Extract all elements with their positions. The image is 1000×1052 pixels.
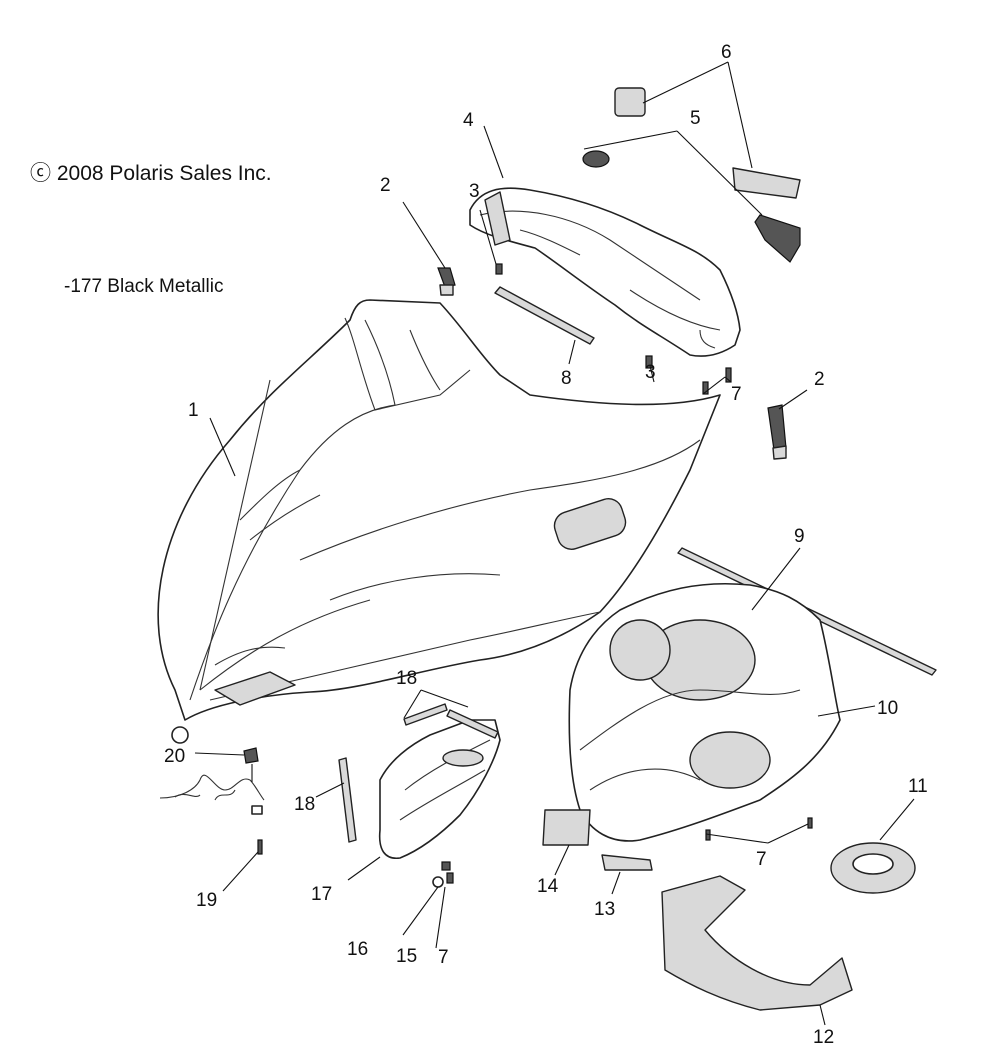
- callout-14: 14: [537, 876, 559, 897]
- part-19-cable: [159, 774, 265, 855]
- callout-9: 9: [794, 526, 805, 547]
- part-7-screws-upper: [702, 367, 732, 395]
- callout-3-lower: 3: [645, 362, 656, 383]
- callout-18-upper: 18: [396, 668, 417, 689]
- callout-7-mid: 7: [756, 849, 767, 870]
- callout-5: 5: [690, 108, 701, 129]
- callout-12: 12: [813, 1027, 834, 1048]
- callout-20: 20: [164, 746, 185, 767]
- callout-1: 1: [188, 400, 199, 421]
- part-12-foam-pad: [661, 875, 853, 1011]
- part-13-pad: [601, 854, 653, 871]
- callout-13: 13: [594, 899, 615, 920]
- part-15-nut: [441, 861, 451, 871]
- part-3-screw-lower: [645, 355, 653, 369]
- part-18-strip-horizontal: [403, 703, 499, 739]
- part-5-bracket: [582, 150, 801, 263]
- part-8-trim-strip: [494, 286, 595, 345]
- part-2-clip-left: [437, 267, 456, 296]
- copyright-text: ⓒ 2008 Polaris Sales Inc.: [30, 162, 272, 185]
- part-16-washer: [432, 876, 444, 888]
- callout-18-left: 18: [294, 794, 315, 815]
- part-7-screw-lower: [446, 872, 454, 884]
- callout-11: 11: [908, 776, 928, 797]
- callout-19: 19: [196, 890, 217, 911]
- callout-6: 6: [721, 42, 732, 63]
- part-6-pads: [614, 87, 801, 199]
- callout-15: 15: [396, 946, 417, 967]
- part-2-clip-right: [767, 404, 787, 460]
- part-10-console: [568, 582, 841, 842]
- callout-4: 4: [463, 110, 474, 131]
- part-4-dash-panel: [469, 187, 741, 357]
- part-20-cap: [243, 747, 259, 764]
- callout-10: 10: [877, 698, 898, 719]
- callout-16: 16: [347, 939, 368, 960]
- callout-3-upper: 3: [469, 181, 480, 202]
- callout-17: 17: [311, 884, 332, 905]
- part-3-screw-upper: [495, 263, 503, 275]
- part-18-strip-vertical: [338, 757, 357, 843]
- callout-2-upper: 2: [380, 175, 391, 196]
- leader-lines: [194, 61, 915, 1026]
- part-14-decal: [542, 809, 591, 846]
- callout-labels: 1 2 2 3 3 4 5 6 7 7 7 8 9 10 11 12 13 14…: [164, 42, 928, 1048]
- callout-7-lower: 7: [438, 947, 449, 968]
- callout-8: 8: [561, 368, 572, 389]
- callout-7-upper: 7: [731, 384, 742, 405]
- part-11-seal: [830, 842, 916, 894]
- part-17-storage-box: [378, 719, 501, 859]
- part-1-hood: [157, 299, 721, 744]
- callout-2-lower: 2: [814, 369, 825, 390]
- color-note: -177 Black Metallic: [64, 276, 223, 297]
